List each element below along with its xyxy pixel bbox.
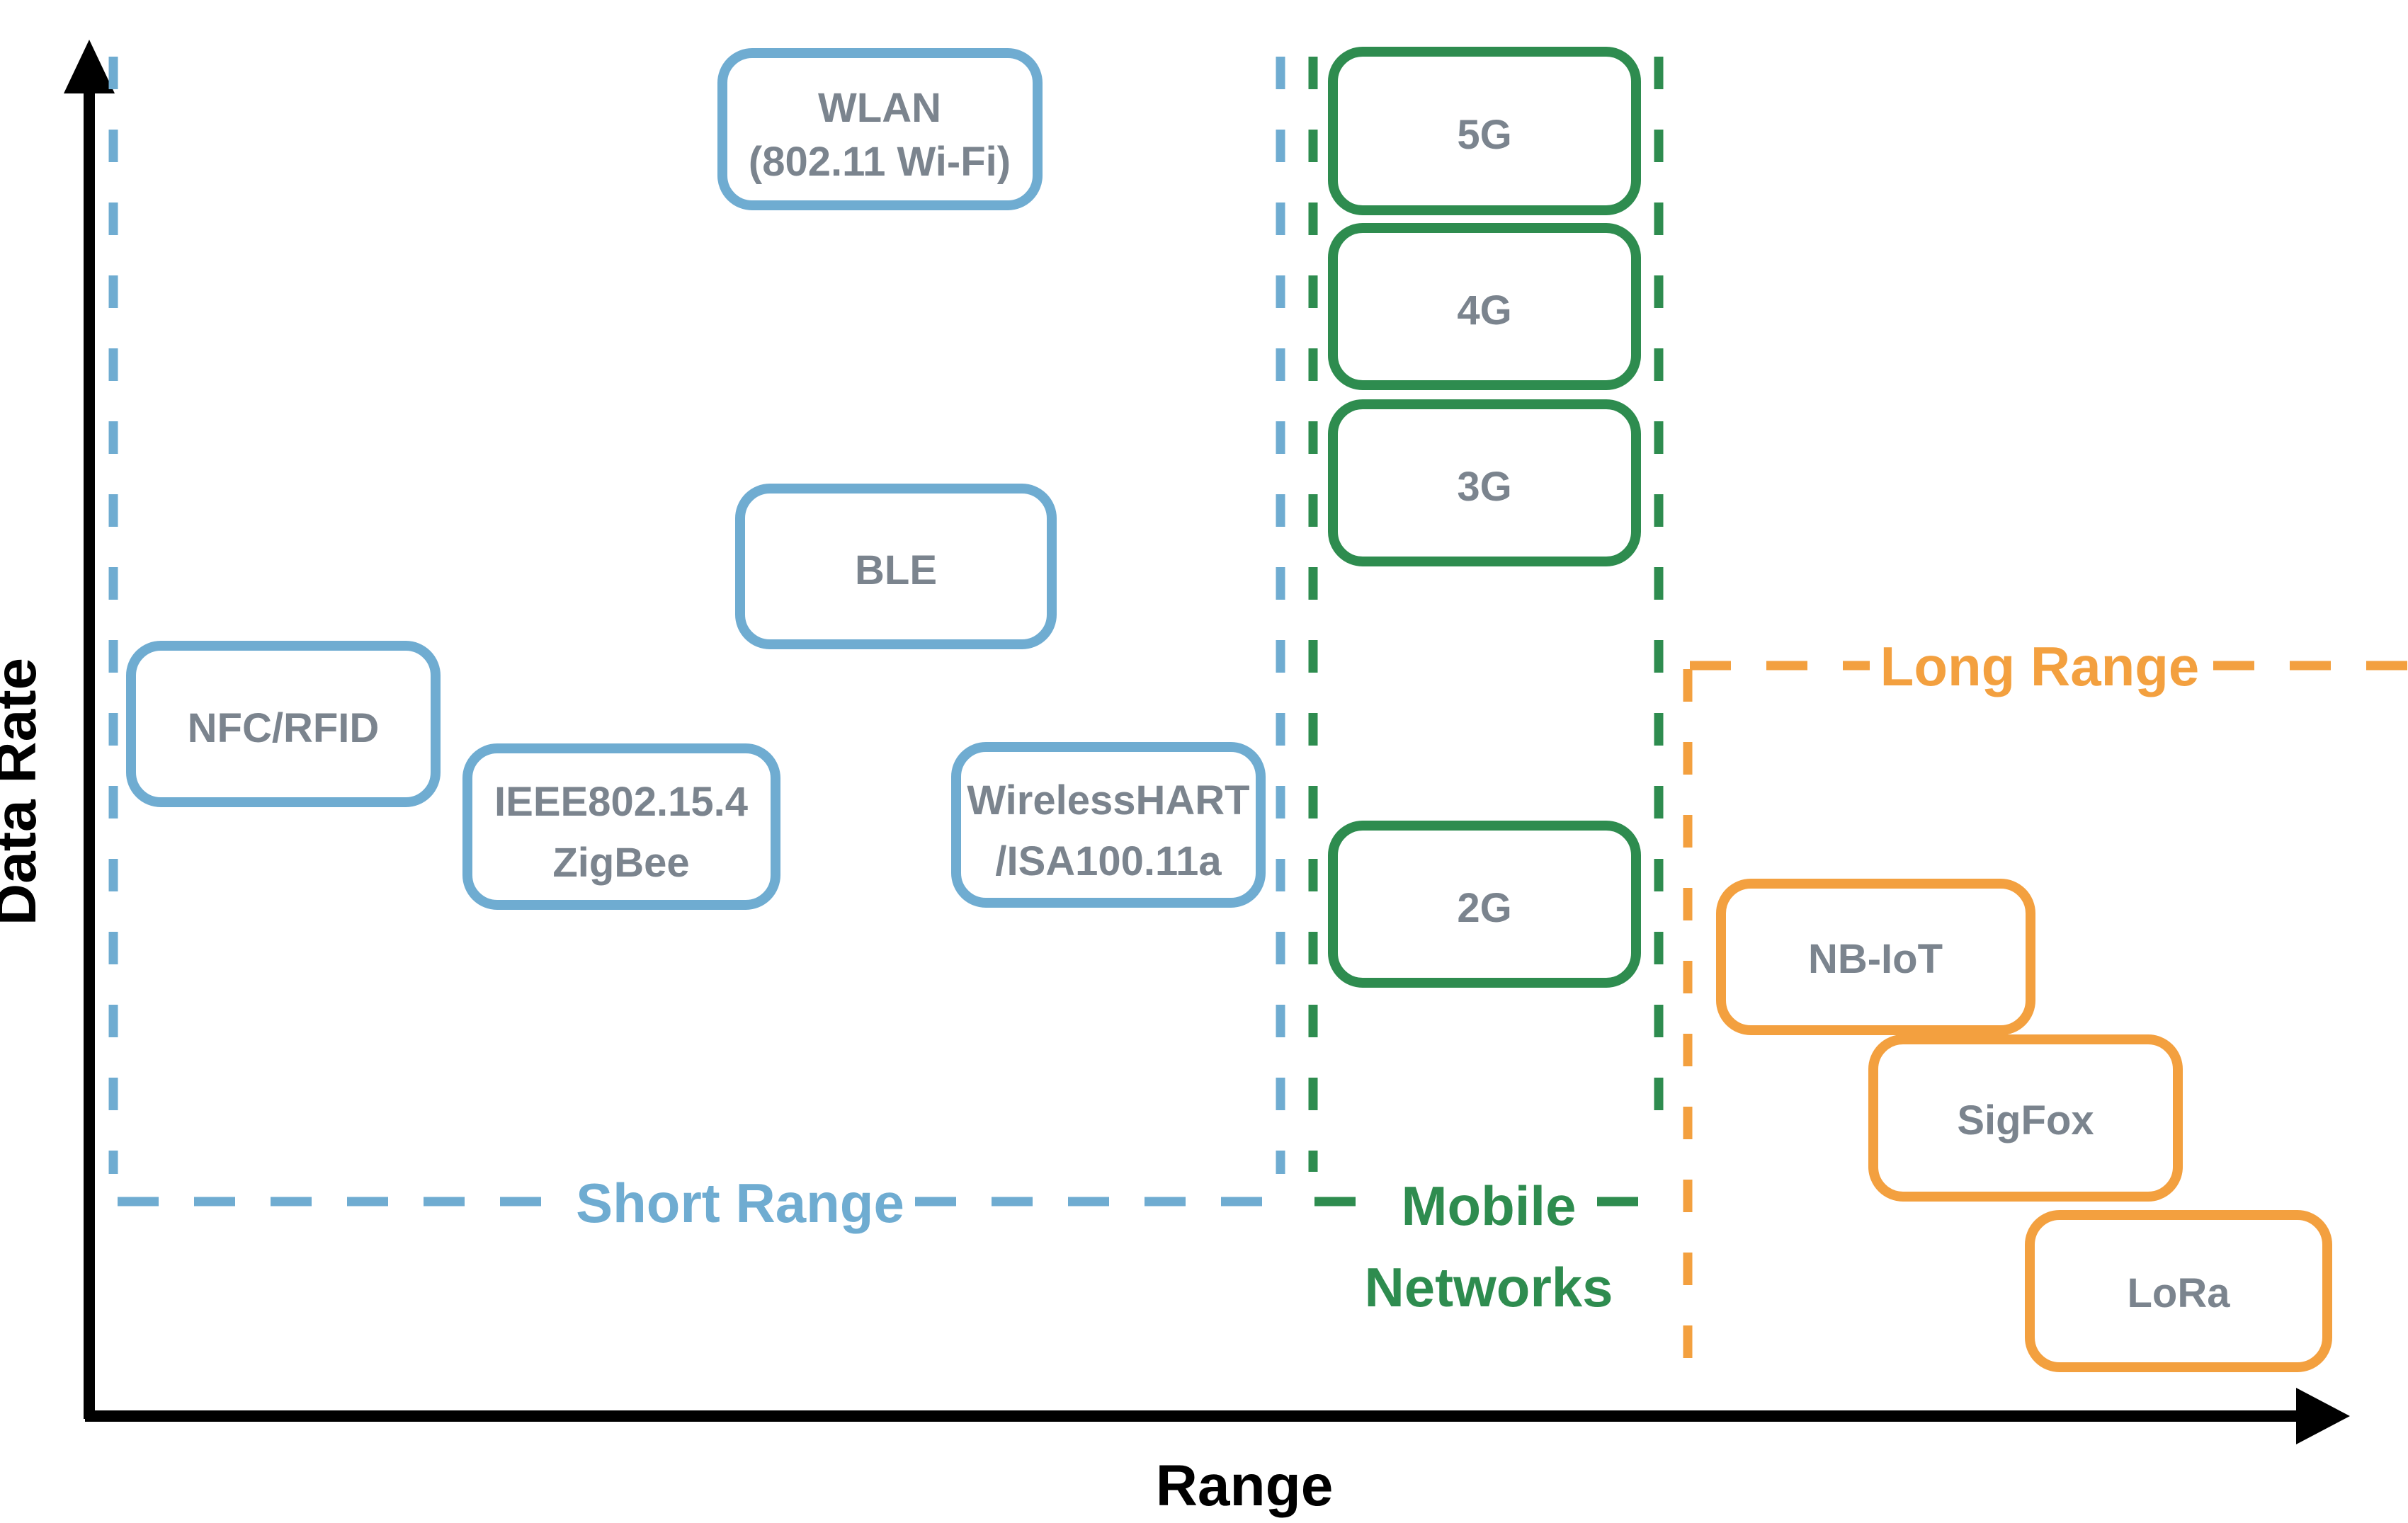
- sigfox-label: SigFox: [1957, 1097, 2094, 1143]
- lora-label: LoRa: [2128, 1270, 2231, 1316]
- 5g-label: 5G: [1457, 112, 1511, 158]
- tech-box-sigfox: SigFox: [1868, 1034, 2183, 1202]
- nfc-rfid-box-outline: [126, 641, 441, 807]
- mobile-networks-region: Mobile Networks 5G 4G 3G 2G: [1308, 47, 1664, 1318]
- ble-label: BLE: [855, 547, 937, 593]
- zigbee-label-line2: ZigBee: [552, 840, 689, 886]
- nb-iot-box-outline: [1716, 879, 2035, 1035]
- 4g-box-outline: [1328, 223, 1641, 390]
- 4g-label: 4G: [1457, 287, 1511, 333]
- mobile-networks-label-line2: Networks: [1364, 1256, 1613, 1318]
- x-axis-label: Range: [1156, 1454, 1334, 1518]
- 3g-box-outline: [1328, 399, 1641, 566]
- wirelesshart-label-line2: /ISA100.11a: [995, 838, 1222, 884]
- tech-box-4g: 4G: [1328, 223, 1641, 390]
- short-range-region-label: Short Range: [576, 1172, 904, 1234]
- 3g-label: 3G: [1457, 464, 1511, 510]
- long-range-region-label: Long Range: [1880, 635, 2200, 697]
- ble-box-outline: [735, 484, 1057, 649]
- tech-box-wirelesshart: WirelessHART /ISA100.11a: [951, 742, 1266, 908]
- y-axis-arrowhead-icon: [64, 40, 115, 93]
- zigbee-label-line1: IEEE802.15.4: [494, 779, 748, 825]
- tech-box-zigbee: IEEE802.15.4 ZigBee: [462, 743, 780, 910]
- nb-iot-label: NB-IoT: [1808, 936, 1943, 982]
- 2g-box-outline: [1328, 821, 1641, 988]
- wlan-label-line1: WLAN: [818, 85, 941, 131]
- x-axis-arrowhead-icon: [2296, 1388, 2350, 1444]
- wirelesshart-box-outline: [951, 742, 1266, 908]
- tech-box-lora: LoRa: [2025, 1210, 2332, 1372]
- tech-box-nfc-rfid: NFC/RFID: [126, 641, 441, 807]
- wlan-box-outline: [717, 48, 1043, 210]
- sigfox-box-outline: [1868, 1034, 2183, 1202]
- nfc-rfid-label: NFC/RFID: [188, 705, 380, 751]
- long-range-region: Long Range NB-IoT SigFox LoRa: [1683, 635, 2408, 1386]
- lora-box-outline: [2025, 1210, 2332, 1372]
- tech-box-nb-iot: NB-IoT: [1716, 879, 2035, 1035]
- short-range-region: Short Range WLAN (802.11 Wi-Fi) BLE NFC/…: [108, 48, 1285, 1234]
- y-axis-label: Data Rate: [0, 658, 48, 925]
- tech-box-5g: 5G: [1328, 47, 1641, 215]
- 5g-box-outline: [1328, 47, 1641, 215]
- tech-box-2g: 2G: [1328, 821, 1641, 988]
- wirelesshart-label-line1: WirelessHART: [967, 777, 1249, 823]
- axes: Data Rate Range: [0, 40, 2350, 1518]
- tech-box-3g: 3G: [1328, 399, 1641, 566]
- tech-box-wlan: WLAN (802.11 Wi-Fi): [717, 48, 1043, 210]
- 2g-label: 2G: [1457, 885, 1511, 931]
- tech-box-ble: BLE: [735, 484, 1057, 649]
- wlan-label-line2: (802.11 Wi-Fi): [749, 139, 1011, 185]
- zigbee-box-outline: [462, 743, 780, 910]
- mobile-networks-label-line1: Mobile: [1402, 1175, 1577, 1237]
